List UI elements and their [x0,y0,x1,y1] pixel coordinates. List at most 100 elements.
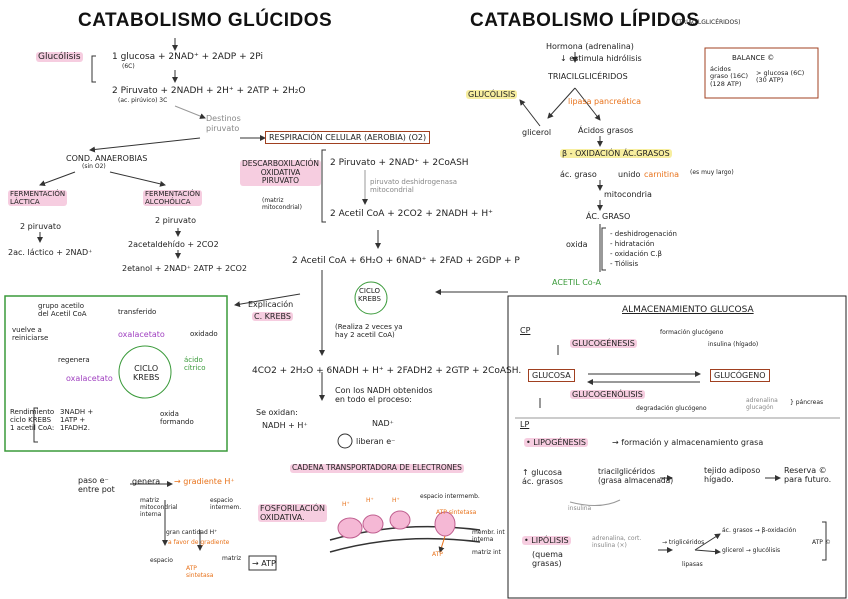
oxalacetato-label: oxalacetato [118,330,165,339]
triacilgliceridos-label: TRIACILGLICÉRIDOS [548,72,628,81]
rendimiento-label: Rendimiento ciclo KREBS 1 acetil CoA: [10,408,55,433]
glucosa-acgrasos-label: ↑ glucosa ác. grasos [522,468,563,487]
piruvato-equation: 2 Piruvato + 2NADH + 2H⁺ + 2ATP + 2H₂O [112,86,306,96]
ac-graso-label: ác. graso [560,170,597,179]
alcoholica-step-3: 2etanol + 2NAD⁺ 2ATP + 2CO2 [122,264,248,273]
gradiente-label: → gradiente H⁺ [174,477,235,486]
glucosa-box: GLUCOSA [528,369,575,383]
regenera-label: regenera [58,356,90,364]
glucolisis-label: Glucólisis [36,52,83,63]
insulina-lp-label: insulina [568,505,592,512]
lipidos-subtitle: (TRIACILGLICÉRIDOS) [676,19,741,26]
triacilgliceridos-almacen: triacilglicéridos (grasa almacenada) [598,467,674,485]
descarboxilacion-label: DESCARBOXILACIÓN OXIDATIVA PIRUVATO [240,159,321,186]
membrana-interna-label: membr. int interna [472,529,505,543]
grupo-acetilo-label: grupo acetilo del Acetil CoA [38,302,87,319]
lipolisis-label: • LIPÓLISIS [522,536,571,546]
se-oxidan-label: Se oxidan: [256,408,298,417]
atp-tag: ATP [432,551,443,558]
trigliceridos-label: → triglicéridos [662,539,705,546]
espacio-membrana-label: espacio intermemb. [420,493,480,500]
lp-label: LP [520,420,530,429]
h-plus-1: H⁺ [342,501,350,508]
alcoholica-step-1: 2 piruvato [155,216,196,225]
nad-label: NAD⁺ [372,419,394,428]
adrenalina-label: adrenalina glucagón [746,397,778,411]
acido-citrico-label: ácido cítrico [184,356,206,373]
a-favor-label: a favor de gradiente [168,539,230,546]
balance-title: BALANCE © [732,54,775,62]
quema-grasas-label: (quema grasas) [532,550,563,569]
h-plus-2: H⁺ [366,497,374,504]
respiracion-celular-label: RESPIRACIÓN CELULAR (AEROBIA) (O2) [265,131,431,145]
lactica-step-2: 2ac. láctico + 2NAD⁺ [8,248,93,257]
mitocondria-label: mitocondria [604,190,652,199]
descarboxilacion-sub: (matriz mitocondrial) [262,197,302,211]
explicacion-label: Explicación [248,300,294,309]
cadena-transportadora-label: CADENA TRANSPORTADORA DE ELECTRONES [290,463,464,473]
h-plus-3: H⁺ [392,497,400,504]
paso-electrones: paso e⁻ entre pot [78,476,115,495]
glicerol-glucolisis-label: glicerol → glucólisis [722,547,781,554]
unido-label: unido [618,170,641,179]
krebs-equation: 2 Acetil CoA + 6H₂O + 6NAD⁺ + 2FAD + 2GD… [292,256,520,266]
beta-step-2: - hidratación [610,240,655,248]
atp-almacen-label: ATP © [812,539,831,546]
glucogenolisis-label: GLUCOGENÓLISIS [570,390,645,400]
lipogenesis-label: • LIPOGÉNESIS [524,438,589,448]
tejido-adiposo-label: tejido adiposo hígado. [704,466,761,485]
espacio-intermem-label: espacio intermem. [210,497,242,511]
descarb-enzyme-note: piruvato deshidrogenasa mitocondrial [370,178,458,195]
degradacion-label: degradación glucógeno [636,405,707,412]
oxidado-label: oxidado [190,330,218,338]
lipidos-title: CATABOLISMO LÍPIDOS [470,10,700,31]
acetil-coa-label: ACETIL Co-A [552,278,602,287]
beta-step-4: - Tiólisis [610,260,639,268]
formacion-glucogeno-label: formación glucógeno [660,329,724,336]
alcoholica-step-2: 2acetaldehído + 2CO2 [128,240,219,249]
liberan-label: liberan e⁻ [356,437,396,446]
realiza-note: (Realiza 2 veces ya hay 2 acetil CoA) [335,323,403,340]
glucogeno-box: GLUCÓGENO [710,369,770,383]
lipasa-label: lipasa pancreática [568,97,642,106]
muy-largo-label: (es muy largo) [690,169,734,176]
ciclo-krebs-small: CICLO KREBS [358,287,381,304]
oxalacetato-regenerated: oxalacetato [66,374,113,383]
descarb-equation-1: 2 Piruvato + 2NAD⁺ + 2CoASH [330,158,469,168]
nadh-note: Con los NADH obtenidos en todo el proces… [335,386,433,405]
ac-graso-2-label: ÁC. GRASO [586,212,631,221]
rendimiento-values: 3NADH + 1ATP + 1FADH2. [60,408,94,433]
acidos-grasos-label: Ácidos grasos [578,126,634,135]
glucolisis-equation: 1 glucosa + 2NAD⁺ + 2ADP + 2Pi [112,52,263,62]
cp-label: CP [520,326,531,335]
lipasas-label: lipasas [682,561,703,568]
carnitina-label: carnitina [644,170,680,179]
gran-cantidad-label: gran cantidad H⁺ [166,529,218,536]
destinos-label: Destinos [206,114,241,123]
adrenalina-cort-label: adrenalina, cort. insulina (×) [592,535,642,549]
balance-left: ácidos graso (16C) (128 ATP) [710,65,749,88]
matriz-label: matriz [222,555,242,562]
matriz-interna-2: matriz int [472,549,501,556]
glucolisis-right-label: GLUCÓLISIS [466,90,518,100]
reserva-label: Reserva © para futuro. [784,466,832,485]
cond-anaerobias-sub: (sin O2) [82,163,106,170]
destinos-piruvato-label: piruvato [206,124,240,133]
fosforilacion-label: FOSFORILACIÓN OXIDATIVA. [258,504,327,523]
lipogenesis-desc: → formación y almacenamiento grasa [612,438,764,447]
atp-output: → ATP [252,559,276,568]
acgrasos-beta-label: ác. grasos → β-oxidación [722,527,797,534]
atp-sintetasa-label: ATP sintetasa [186,565,214,579]
vuelve-label: vuelve a reiniciarse [12,326,49,343]
matriz-interna-label: matriz mitocondrial interna [140,497,178,518]
nadh-label: NADH + H⁺ [262,421,308,430]
pancreas-label: } páncreas [790,399,824,406]
almacenamiento-title: ALMACENAMIENTO GLUCOSA [622,305,754,315]
piruvato-equation-sub: (ac. pirúvico) 3C [118,97,168,104]
glucidos-title: CATABOLISMO GLÚCIDOS [78,10,333,31]
lactica-step-1: 2 piruvato [20,222,61,231]
krebs-output: 4CO2 + 2H₂O + 6NADH + H⁺ + 2FADH2 + 2GTP… [252,366,522,376]
glucolisis-equation-sub: (6C) [122,63,135,70]
estimula-label: ↓ estimula hidrólisis [560,54,642,63]
